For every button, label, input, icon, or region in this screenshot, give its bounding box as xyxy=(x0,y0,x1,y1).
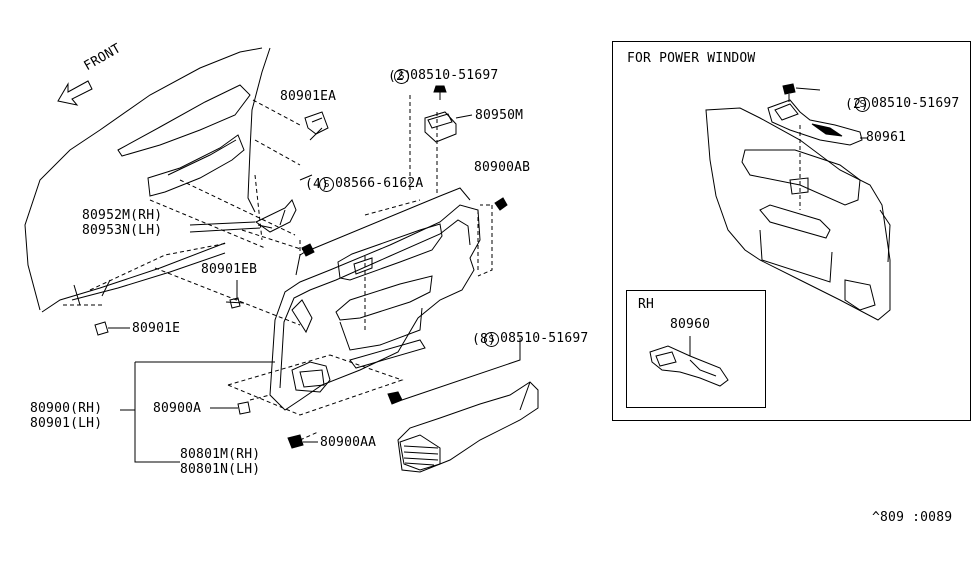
clip-80900AA xyxy=(287,434,318,449)
map-pocket-80801 xyxy=(397,381,539,473)
rh-part-80960 xyxy=(649,336,729,387)
screw-symbol-icon: S xyxy=(319,177,335,192)
bracket-80952M xyxy=(255,199,297,233)
label-80960: 80960 xyxy=(670,317,711,332)
leader-lines xyxy=(120,127,521,463)
label-80953N: 80953N(LH) xyxy=(82,223,163,238)
label-80901EB: 80901EB xyxy=(201,262,258,277)
label-80901LH: 80901(LH) xyxy=(30,416,103,431)
screw-08510-mid xyxy=(387,391,403,405)
door-dash-lines xyxy=(60,99,311,326)
label-80950M: 80950M xyxy=(475,108,524,123)
label-80801N: 80801N(LH) xyxy=(180,462,261,477)
screw-symbol-icon: S xyxy=(484,332,500,347)
label-08510-mid-qty: (8) xyxy=(472,332,497,347)
label-80961: 80961 xyxy=(866,130,907,145)
clip-80900AB xyxy=(494,197,508,211)
bezel-80950M xyxy=(424,111,473,143)
screw-08510-top xyxy=(433,85,447,100)
screw-symbol-icon: S xyxy=(394,69,410,84)
pw-screw xyxy=(782,83,821,102)
rh-title: RH xyxy=(638,297,655,312)
label-80901E: 80901E xyxy=(132,321,181,336)
rh-box xyxy=(626,290,766,408)
front-arrow-icon xyxy=(57,80,93,106)
label-80952M: 80952M(RH) xyxy=(82,208,163,223)
clip-80901E xyxy=(94,321,130,336)
label-08510-top-qty: (2) xyxy=(388,69,413,84)
panel-dash-lines xyxy=(227,95,493,441)
door-trim-panel xyxy=(269,187,481,411)
power-window-title: FOR POWER WINDOW xyxy=(627,51,756,66)
label-80801M: 80801M(RH) xyxy=(180,447,261,462)
clip-80901EB xyxy=(225,297,245,309)
power-window-box xyxy=(612,41,971,421)
pw-door-panel xyxy=(705,107,891,321)
label-80900AA: 80900AA xyxy=(320,435,377,450)
label-80900A: 80900A xyxy=(153,401,202,416)
label-80900RH: 80900(RH) xyxy=(30,401,103,416)
door-body xyxy=(24,47,271,313)
clip-80901EA xyxy=(304,111,329,135)
label-08566-qty: (4) xyxy=(305,177,330,192)
label-80901EA: 80901EA xyxy=(280,89,337,104)
clip-80900A xyxy=(237,401,251,415)
label-80900AB: 80900AB xyxy=(474,160,531,175)
label-08510-pw-qty: (2) xyxy=(845,97,870,112)
diagram-code: ^809 :0089 xyxy=(872,510,953,525)
screw-08566 xyxy=(301,243,315,257)
screw-symbol-icon: S xyxy=(855,97,871,112)
